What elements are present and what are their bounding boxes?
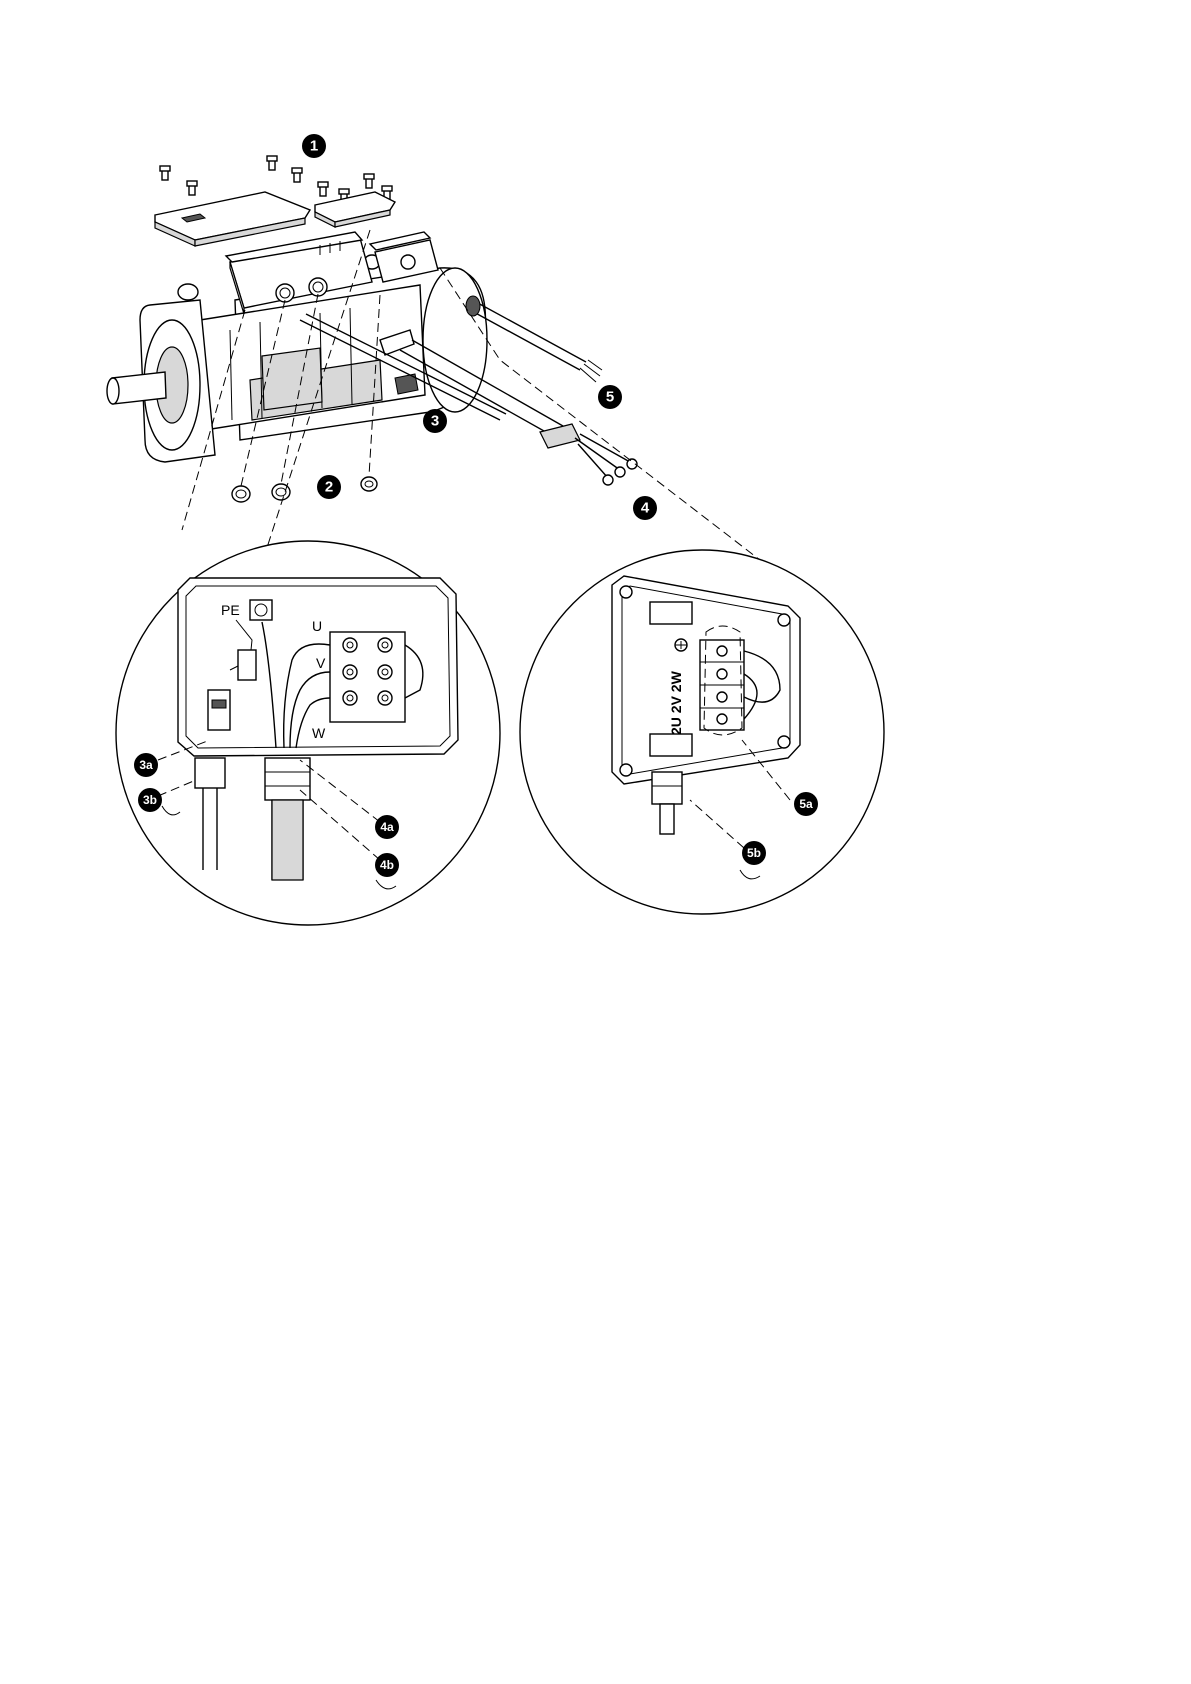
callout-5a-text: 5a bbox=[799, 797, 813, 811]
callout-1-text: 1 bbox=[310, 138, 318, 155]
callout-5a: 5a bbox=[794, 792, 818, 816]
callout-3a: 3a bbox=[134, 753, 158, 777]
callout-3a-text: 3a bbox=[139, 758, 153, 772]
callout-3-text: 3 bbox=[431, 413, 439, 430]
callout-2-text: 2 bbox=[325, 479, 333, 496]
callout-5b-text: 5b bbox=[747, 846, 761, 860]
right-detail-view bbox=[520, 550, 884, 914]
callout-3b-text: 3b bbox=[143, 793, 157, 807]
fan-terminal-label: 2U 2V 2W bbox=[668, 670, 684, 735]
callout-4: 4 bbox=[633, 496, 657, 520]
pe-label: PE bbox=[221, 602, 240, 618]
callout-3b: 3b bbox=[138, 788, 162, 812]
blanking-plugs bbox=[232, 477, 377, 502]
callout-4a-text: 4a bbox=[380, 820, 394, 834]
callout-4b-text: 4b bbox=[380, 858, 394, 872]
callout-4b: 4b bbox=[375, 853, 399, 877]
u-phase-label: U bbox=[312, 618, 322, 634]
callout-2: 2 bbox=[317, 475, 341, 499]
callout-4-text: 4 bbox=[641, 500, 650, 517]
callout-3: 3 bbox=[423, 409, 447, 433]
callout-4a: 4a bbox=[375, 815, 399, 839]
left-detail-view bbox=[116, 541, 500, 925]
callout-5b: 5b bbox=[742, 841, 766, 865]
callout-5-text: 5 bbox=[606, 389, 614, 406]
w-phase-label: W bbox=[312, 725, 326, 741]
v-phase-label: V bbox=[316, 655, 326, 671]
callout-1: 1 bbox=[302, 134, 326, 158]
callout-5: 5 bbox=[598, 385, 622, 409]
